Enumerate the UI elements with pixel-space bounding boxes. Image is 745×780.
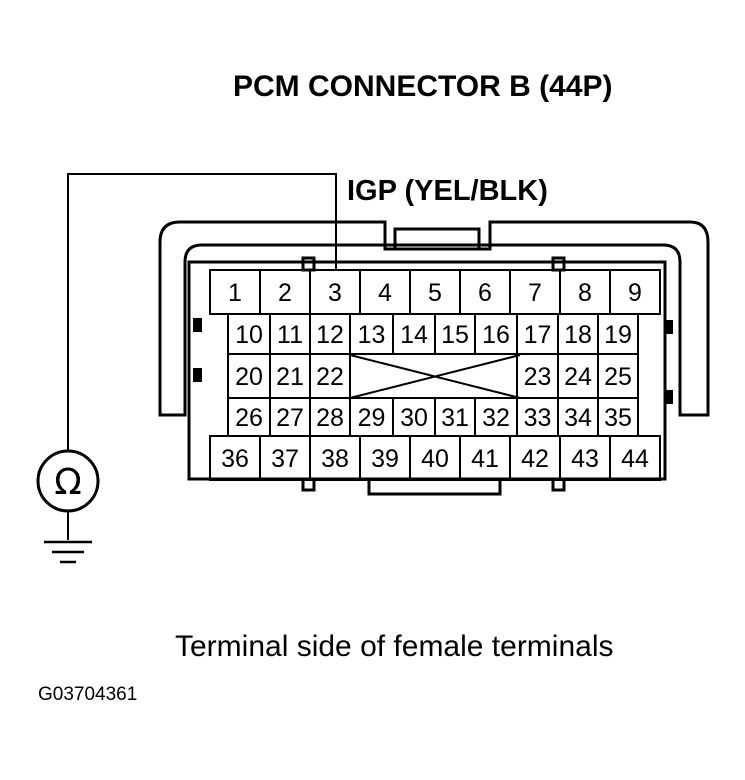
blocked-cavity-cross xyxy=(349,354,521,399)
pin-label-2: 2 xyxy=(278,279,292,307)
pin-label-5: 5 xyxy=(428,279,442,307)
test-lead-wire xyxy=(67,173,337,540)
pin-label-35: 35 xyxy=(604,404,632,432)
figure-id: G03704361 xyxy=(38,684,138,705)
pin-label-7: 7 xyxy=(528,279,542,307)
pin-label-18: 18 xyxy=(564,321,592,349)
pin-label-23: 23 xyxy=(524,363,552,391)
pin-label-40: 40 xyxy=(421,445,449,473)
pin-label-36: 36 xyxy=(221,445,249,473)
pin-label-28: 28 xyxy=(316,404,344,432)
pin-label-38: 38 xyxy=(321,445,349,473)
pin-label-31: 31 xyxy=(441,404,469,432)
pin-label-6: 6 xyxy=(478,279,492,307)
pin-label-13: 13 xyxy=(358,321,386,349)
pin-label-25: 25 xyxy=(604,363,632,391)
pin-label-21: 21 xyxy=(276,363,304,391)
connector-title: PCM CONNECTOR B (44P) xyxy=(233,70,613,103)
terminal-callout: IGP (YEL/BLK) xyxy=(347,175,548,207)
pin-label-39: 39 xyxy=(371,445,399,473)
pin-label-20: 20 xyxy=(235,363,263,391)
pin-label-16: 16 xyxy=(482,321,510,349)
ground-icon xyxy=(44,540,92,564)
pin-label-34: 34 xyxy=(564,404,592,432)
pin-label-37: 37 xyxy=(271,445,299,473)
pin-label-43: 43 xyxy=(571,445,599,473)
pin-label-30: 30 xyxy=(400,404,428,432)
connector-shell xyxy=(158,220,710,417)
pin-label-11: 11 xyxy=(277,321,303,349)
pin-label-29: 29 xyxy=(358,404,386,432)
pin-label-1: 1 xyxy=(228,279,242,307)
pin-label-22: 22 xyxy=(316,363,344,391)
pin-label-14: 14 xyxy=(400,321,428,349)
diagram-caption: Terminal side of female terminals xyxy=(175,630,614,663)
pin-label-33: 33 xyxy=(524,404,552,432)
pin-label-9: 9 xyxy=(628,279,642,307)
ohmmeter-icon: Ω xyxy=(36,449,100,513)
connector-latches xyxy=(193,318,673,404)
pin-label-15: 15 xyxy=(441,321,469,349)
pin-label-27: 27 xyxy=(276,404,304,432)
pin-label-19: 19 xyxy=(604,321,632,349)
pin-label-32: 32 xyxy=(482,404,510,432)
pin-label-41: 41 xyxy=(471,445,499,473)
pin-label-26: 26 xyxy=(235,404,263,432)
pin-cavity xyxy=(609,435,661,481)
ohm-symbol: Ω xyxy=(54,462,82,503)
pin-label-44: 44 xyxy=(621,445,649,473)
pin-label-4: 4 xyxy=(378,279,392,307)
pin-label-17: 17 xyxy=(524,321,552,349)
pin-label-8: 8 xyxy=(578,279,592,307)
pin-label-42: 42 xyxy=(521,445,549,473)
pin-label-12: 12 xyxy=(316,321,344,349)
pin-label-3: 3 xyxy=(328,279,342,307)
pin-label-24: 24 xyxy=(564,363,592,391)
pin-label-10: 10 xyxy=(235,321,263,349)
